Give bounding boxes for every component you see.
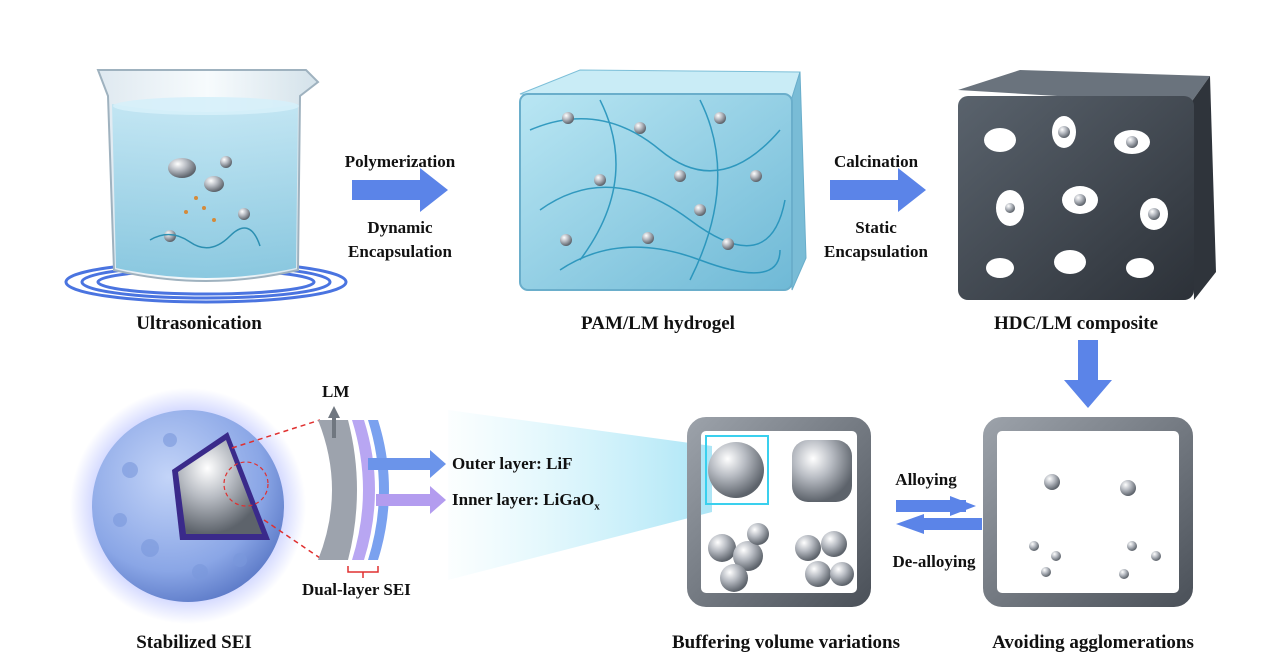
avoiding-frame-illustration <box>983 417 1193 607</box>
arrow-label-dynamic-1: Dynamic <box>367 218 433 237</box>
arrow-down <box>1064 340 1112 408</box>
sei-label-lm: LM <box>322 382 350 401</box>
arrow-label-dynamic-2: Encapsulation <box>348 242 452 261</box>
sei-label-outer: Outer layer: LiF <box>452 454 573 473</box>
label-ultrasonication: Ultrasonication <box>136 313 262 334</box>
arrow-alloying-pair <box>896 496 982 534</box>
arrow-label-static-2: Encapsulation <box>824 242 928 261</box>
sei-layers-illustration <box>318 406 446 578</box>
sei-label-dual: Dual-layer SEI <box>302 580 411 599</box>
label-pam-hydrogel: PAM/LM hydrogel <box>581 313 735 334</box>
lm-droplets <box>164 156 250 242</box>
sei-sphere-illustration <box>70 388 321 624</box>
arrow-calcination <box>830 168 926 212</box>
label-avoiding: Avoiding agglomerations <box>992 632 1194 653</box>
label-hdc-composite: HDC/LM composite <box>993 313 1159 334</box>
lm-nanodroplets <box>560 112 762 250</box>
carbon-cube-illustration <box>958 70 1216 300</box>
zoom-beam <box>448 410 712 580</box>
arrow-label-calcination: Calcination <box>833 152 919 171</box>
label-buffering: Buffering volume variations <box>672 632 900 653</box>
arrow-label-dealloying: De-alloying <box>892 552 976 571</box>
hydrogel-illustration <box>519 69 807 291</box>
arrow-label-alloying: Alloying <box>895 470 957 489</box>
arrow-label-polymerization: Polymerization <box>344 152 456 171</box>
buffering-frame-illustration <box>687 417 871 607</box>
sei-label-inner: Inner layer: LiGaOx <box>452 490 600 512</box>
label-stabilized-sei: Stabilized SEI <box>136 632 252 653</box>
arrow-label-static-1: Static <box>855 218 897 237</box>
sei-label-inner-text: Inner layer: LiGaO <box>452 490 595 509</box>
beaker-illustration <box>64 69 348 304</box>
arrow-polymerization <box>352 168 448 212</box>
sei-label-inner-sub: x <box>594 500 600 513</box>
